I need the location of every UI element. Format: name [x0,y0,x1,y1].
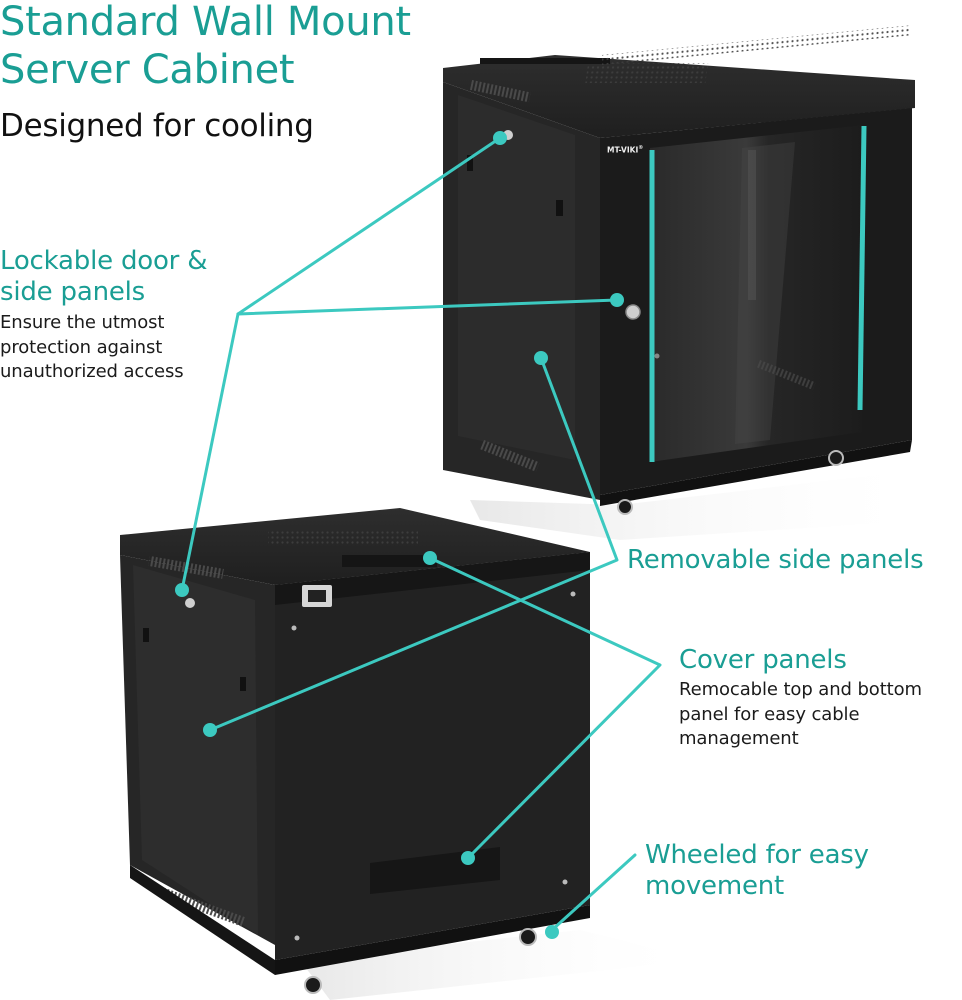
feature-description-line: Ensure the utmost [0,312,165,333]
feature-heading-line: Wheeled for easy [645,840,869,870]
glass-door [650,125,865,462]
registered-mark: ® [638,145,644,151]
callout-dot [534,351,548,365]
feature-heading: Cover panels [679,645,847,675]
door-led-strip-right [857,125,867,411]
top-slot [480,58,610,64]
callout-dot [423,551,437,565]
cabinet-top-face [120,508,590,585]
caster-wheel [828,450,844,466]
callout-line-removable [208,356,619,732]
callout-line-lockable-rear [180,312,240,592]
door-lock-icon [625,304,641,320]
caster-wheel [519,928,537,946]
brand-logo-text: MT-VIKI [607,145,639,155]
title-line-1: Standard Wall Mount [0,0,411,45]
feature-cover-panels: Cover panels Remocable top and bottom pa… [679,645,922,752]
side-door [133,565,258,935]
feature-description: Remocable top and bottom panel for easy … [679,678,922,752]
callout-dot [461,851,475,865]
feature-heading: Lockable door & side panels [0,246,208,308]
rear-panel [275,552,590,960]
cabinet-base [275,905,590,975]
callout-lines [180,136,662,932]
page-subtitle: Designed for cooling [0,108,314,144]
brand-logo: MT-VIKI® [607,145,643,155]
cabinet-top-face [443,55,915,138]
feature-heading: Removable side panels [627,545,924,575]
caster-wheel [617,499,633,515]
feature-removable: Removable side panels [627,545,924,576]
feature-description-line: panel for easy cable [679,703,860,725]
callout-dot [545,925,559,939]
feature-description-line: Remocable top and bottom [679,679,922,700]
feature-heading-line: movement [645,871,785,901]
callout-line-lockable-side [236,136,502,316]
feature-wheeled: Wheeled for easy movement [645,840,869,902]
feature-description-line: management [679,728,799,749]
callout-dots [175,131,624,939]
feature-heading-line: Lockable door & [0,246,208,276]
cabinet-rear-view [120,508,700,1000]
caster-wheel [304,976,322,994]
cabinet-front-view [443,25,930,540]
feature-description-line: unauthorized access [0,361,184,382]
feature-lockable: Lockable door & side panels Ensure the u… [0,246,208,385]
callout-line-cover [428,556,662,860]
side-lock-icon [185,598,195,608]
callout-dot [493,131,507,145]
title-line-2: Server Cabinet [0,47,295,93]
floor-shadow [470,470,930,540]
feature-description-line: protection against [0,336,163,358]
callout-dot [610,293,624,307]
feature-description: Ensure the utmost protection against una… [0,311,207,385]
feature-heading-line: side panels [0,277,146,307]
top-cable-cover [342,555,437,567]
callout-line-lockable-door [236,298,619,316]
page-title: Standard Wall Mount Server Cabinet [0,0,411,94]
callout-dot [203,723,217,737]
callout-line-wheeled [550,853,637,932]
callout-dot [175,583,189,597]
